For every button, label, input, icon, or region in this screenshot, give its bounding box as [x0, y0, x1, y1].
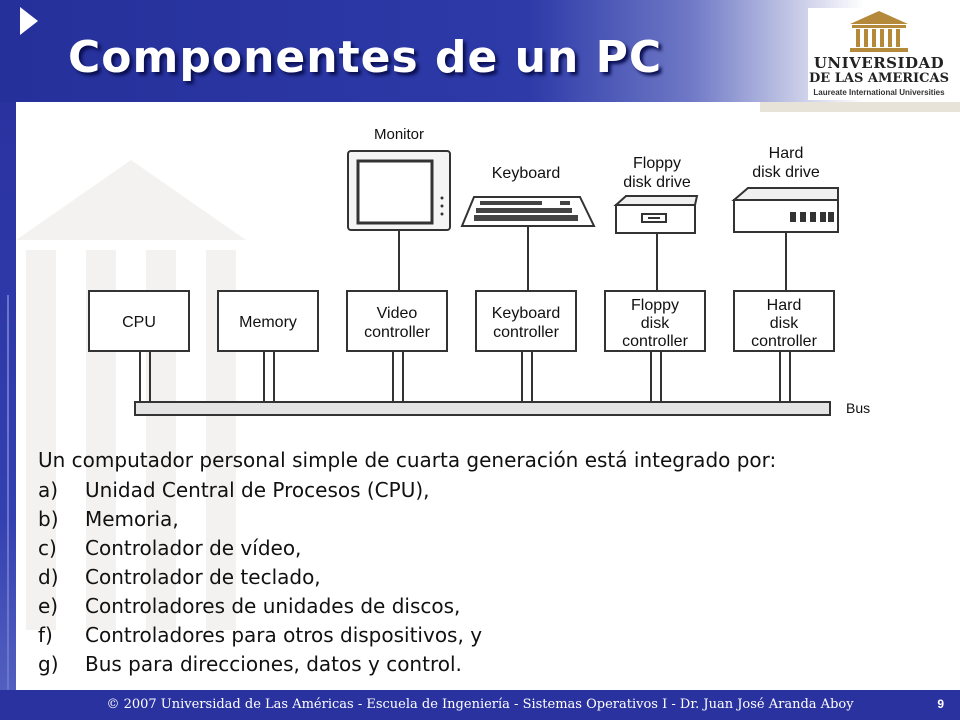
hard-disk-drive-label-2: disk drive — [752, 164, 820, 181]
hard-disk-controller-label-2: disk — [770, 315, 799, 332]
floppy-drive-label-2: disk drive — [623, 174, 691, 191]
list-item-text: Controlador de teclado, — [85, 563, 321, 592]
keyboard-controller-box: Keyboard controller — [476, 291, 576, 351]
list-item-letter: b) — [38, 505, 59, 534]
building-icon — [808, 8, 950, 54]
slide-footer: © 2007 Universidad de Las Américas - Esc… — [0, 690, 960, 720]
video-controller-box: Video controller — [347, 291, 447, 351]
floppy-controller-label-3: controller — [622, 333, 688, 350]
logo-line-1: UNIVERSIDAD — [808, 54, 950, 72]
list-item-letter: d) — [38, 563, 59, 592]
list-item-letter: f) — [38, 621, 53, 650]
video-controller-label-1: Video — [377, 305, 418, 322]
floppy-drive-label-1: Floppy — [633, 155, 681, 172]
bus-label: Bus — [846, 400, 870, 416]
list-item-text: Controladores de unidades de discos, — [85, 592, 460, 621]
hard-disk-drive-label-1: Hard — [769, 145, 804, 162]
keyboard-controller-label-2: controller — [493, 324, 559, 341]
intro-text: Un computador personal simple de cuarta … — [38, 446, 938, 474]
list-item: d) Controlador de teclado, — [38, 563, 938, 592]
memory-label: Memory — [239, 314, 297, 331]
logo-line-3: Laureate International Universities — [808, 88, 950, 97]
list-item-text: Memoria, — [85, 505, 179, 534]
footer-copyright: © 2007 Universidad de Las Américas - Esc… — [0, 697, 960, 712]
floppy-controller-label-2: disk — [641, 315, 670, 332]
university-logo: UNIVERSIDAD DE LAS AMERICAS Laureate Int… — [808, 8, 950, 100]
pc-components-diagram: Bus CPU Memory Video controller Keyboard… — [60, 118, 920, 423]
hard-disk-controller-label-1: Hard — [767, 297, 802, 314]
play-arrow-icon — [20, 7, 38, 35]
list-item-text: Controladores para otros dispositivos, y — [85, 621, 482, 650]
list-item: b) Memoria, — [38, 505, 938, 534]
list-item: a) Unidad Central de Procesos (CPU), — [38, 476, 938, 505]
list-item-letter: c) — [38, 534, 57, 563]
slide-title: Componentes de un PC — [68, 36, 662, 80]
list-item: f) Controladores para otros dispositivos… — [38, 621, 938, 650]
video-controller-label-2: controller — [364, 324, 430, 341]
monitor-device: Monitor — [348, 126, 450, 230]
keyboard-device: Keyboard — [462, 165, 594, 226]
keyboard-controller-label-1: Keyboard — [492, 305, 561, 322]
system-bus — [135, 351, 830, 415]
floppy-controller-label-1: Floppy — [631, 297, 679, 314]
left-sidebar-line — [7, 295, 9, 690]
header-accent-line — [760, 102, 960, 112]
slide-body: Un computador personal simple de cuarta … — [38, 446, 938, 679]
list-item-text: Bus para direcciones, datos y control. — [85, 650, 462, 679]
logo-line-2: DE LAS AMERICAS — [808, 71, 950, 86]
keyboard-label: Keyboard — [492, 165, 561, 182]
memory-box: Memory — [218, 291, 318, 351]
hard-disk-controller-box: Hard disk controller — [734, 291, 834, 351]
page-number: 9 — [937, 697, 944, 711]
list-item-letter: a) — [38, 476, 58, 505]
list-item: g) Bus para direcciones, datos y control… — [38, 650, 938, 679]
list-item-text: Controlador de vídeo, — [85, 534, 301, 563]
list-item-letter: e) — [38, 592, 58, 621]
floppy-drive-device: Floppy disk drive — [616, 155, 697, 233]
list-item-text: Unidad Central de Procesos (CPU), — [85, 476, 430, 505]
hard-disk-drive-device: Hard disk drive — [734, 145, 838, 232]
list-item: c) Controlador de vídeo, — [38, 534, 938, 563]
cpu-box: CPU — [89, 291, 189, 351]
floppy-controller-box: Floppy disk controller — [605, 291, 705, 351]
list-item: e) Controladores de unidades de discos, — [38, 592, 938, 621]
device-cables — [399, 226, 786, 291]
cpu-label: CPU — [122, 314, 156, 331]
hard-disk-controller-label-3: controller — [751, 333, 817, 350]
list-item-letter: g) — [38, 650, 59, 679]
monitor-label: Monitor — [374, 126, 424, 143]
